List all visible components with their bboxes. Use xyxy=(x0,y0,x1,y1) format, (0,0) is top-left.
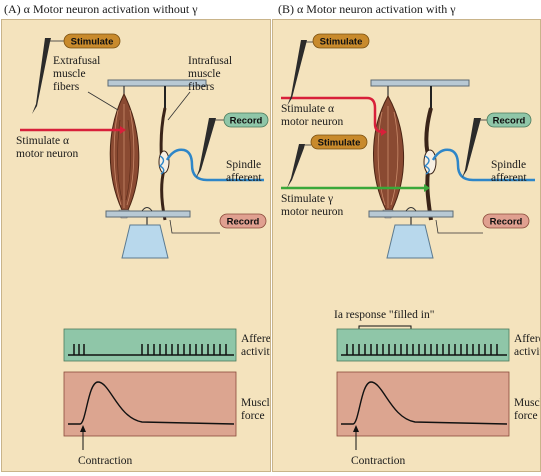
svg-text:Record: Record xyxy=(230,116,263,127)
intrafusal-fiber xyxy=(158,107,170,221)
ia-response-label: Ia response "filled in" xyxy=(334,309,434,321)
stimulating-electrode-top xyxy=(287,40,313,106)
panel-a-title: (A) α Motor neuron activation without γ xyxy=(4,2,198,16)
spindle-label-2: afferent xyxy=(491,172,527,184)
weight xyxy=(386,224,434,259)
spindle-label-2: afferent xyxy=(226,172,262,184)
muscle-force-trace xyxy=(336,371,510,437)
panel-a: Stimulate Record Record Extrafusal muscl… xyxy=(1,19,281,472)
intrafusal-label-1: Intrafusal xyxy=(188,55,232,67)
record-pill-top: Record xyxy=(223,112,269,128)
stimulate-pill: Stimulate xyxy=(63,33,121,49)
spindle-afferent-axon xyxy=(431,148,535,182)
afferent-label-2: activity xyxy=(514,346,540,358)
force-label-1: Muscle xyxy=(241,397,270,409)
alpha-axon xyxy=(281,96,384,134)
panel-b: Stimulate Stimulate Record Record Stimul… xyxy=(272,19,541,472)
afferent-label-1: Afferent xyxy=(241,333,270,345)
extrafusal-label-1: Extrafusal xyxy=(53,55,100,67)
contraction-label: Contraction xyxy=(78,455,133,467)
top-support-bar xyxy=(370,79,470,87)
recording-electrode-top xyxy=(462,118,487,178)
force-label-1b: Muscle xyxy=(514,397,540,409)
intrafusal-label-2: muscle xyxy=(188,68,221,80)
stimulate-pill-top: Stimulate xyxy=(312,33,370,49)
contraction-label: Contraction xyxy=(351,455,406,467)
record-pill-bottom: Record xyxy=(219,213,267,229)
intrafusal-fiber xyxy=(423,107,437,221)
svg-text:Record: Record xyxy=(227,217,260,228)
stim-gamma-label-2: motor neuron xyxy=(281,206,344,218)
spindle-label-1: Spindle xyxy=(491,159,526,171)
svg-text:Stimulate: Stimulate xyxy=(320,37,363,48)
svg-text:Record: Record xyxy=(493,116,526,127)
top-support-bar xyxy=(107,79,207,87)
stim-gamma-label-1: Stimulate γ xyxy=(281,193,333,205)
record-pill-top: Record xyxy=(486,112,532,128)
afferent-activity-trace xyxy=(336,328,510,362)
spindle-afferent-axon xyxy=(165,148,264,182)
force-label-2: force xyxy=(241,410,265,422)
afferent-activity-trace xyxy=(63,328,237,362)
panel-a-diagram: Stimulate Record Record Extrafusal muscl… xyxy=(16,33,281,467)
stimulating-electrode xyxy=(32,38,64,114)
bottom-support-bar xyxy=(105,210,191,218)
stim-alpha-label-1: Stimulate α xyxy=(281,103,334,115)
stim-alpha-label-2: motor neuron xyxy=(281,116,344,128)
force-label-2: force xyxy=(514,410,538,422)
stimulate-pill-mid: Stimulate xyxy=(310,134,368,150)
extrafusal-label-2: muscle xyxy=(53,68,86,80)
panel-b-title: (B) α Motor neuron activation with γ xyxy=(278,2,456,16)
stim-alpha-label-2: motor neuron xyxy=(16,148,79,160)
bottom-support-bar xyxy=(368,210,454,218)
panel-b-diagram: Stimulate Stimulate Record Record Stimul… xyxy=(281,33,541,467)
stimulating-electrode-mid xyxy=(287,144,311,188)
intrafusal-label-3: fibers xyxy=(188,81,215,93)
stim-alpha-label-1: Stimulate α xyxy=(16,135,69,147)
recording-electrode-top xyxy=(196,118,224,178)
weight xyxy=(121,224,169,259)
spindle-label-1: Spindle xyxy=(226,159,261,171)
muscle-force-trace xyxy=(63,371,237,437)
extrafusal-muscle xyxy=(109,92,140,219)
svg-text:Record: Record xyxy=(490,217,523,228)
afferent-label-1b: Afferent xyxy=(514,333,540,345)
extrafusal-label-3: fibers xyxy=(53,81,80,93)
svg-text:Stimulate: Stimulate xyxy=(71,37,114,48)
record-pill-bottom: Record xyxy=(482,213,530,229)
extrafusal-muscle xyxy=(373,94,404,219)
svg-text:Stimulate: Stimulate xyxy=(318,138,361,149)
afferent-label-2: activity xyxy=(241,346,270,358)
